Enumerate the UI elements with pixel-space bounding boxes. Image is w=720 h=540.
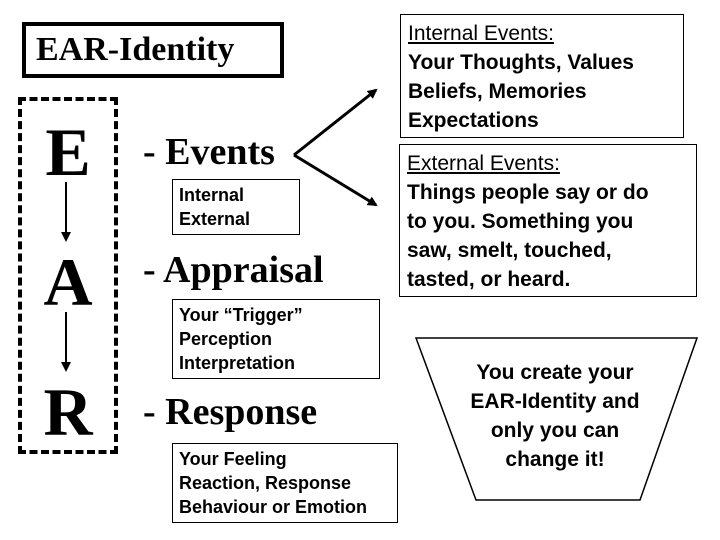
events-to-external-arrow [293,153,378,207]
letter-e: E [45,114,91,190]
appraisal-detail-box: Your “Trigger” Perception Interpretation [172,299,380,379]
appraisal-detail-line: Perception [179,329,273,349]
conclusion-line: only you can [490,419,620,442]
internal-events-line: Your Thoughts, Values [408,51,634,74]
conclusion-text: You create your EAR-Identity and only yo… [430,358,680,474]
response-detail-line: Your Feeling [179,449,287,469]
conclusion-line: change it! [505,448,605,471]
letter-a: A [43,244,93,320]
external-events-box: External Events: Things people say or do… [399,144,697,297]
events-to-internal-arrow [293,88,378,157]
internal-events-line: Beliefs, Memories [408,80,587,103]
response-detail-line: Behaviour or Emotion [179,497,368,517]
appraisal-detail-line: Your “Trigger” [179,305,303,325]
ear-dashed-box [18,97,118,454]
letter-r: R [43,374,93,450]
external-events-line: Things people say or do [407,181,649,204]
events-detail-line: External [179,209,251,229]
term-response: - Response [143,391,318,433]
term-appraisal: - Appraisal [143,249,324,291]
conclusion-line: You create your [476,361,634,384]
internal-events-line: Expectations [408,109,539,132]
internal-events-box: Internal Events: Your Thoughts, Values B… [400,14,684,138]
internal-events-heading: Internal Events: [408,22,554,45]
conclusion-line: EAR-Identity and [470,390,640,413]
diagram-title: EAR-Identity [22,22,284,78]
conclusion-trapezoid [414,337,699,501]
external-events-line: saw, smelt, touched, [407,239,612,262]
response-detail-line: Reaction, Response [179,473,352,493]
appraisal-detail-line: Interpretation [179,353,296,373]
events-detail-box: Internal External [172,179,300,235]
external-events-line: tasted, or heard. [407,268,571,291]
term-events: - Events [143,131,275,173]
events-detail-line: Internal [179,185,245,205]
external-events-line: to you. Something you [407,210,634,233]
response-detail-box: Your Feeling Reaction, Response Behaviou… [172,443,398,523]
external-events-heading: External Events: [407,152,560,175]
